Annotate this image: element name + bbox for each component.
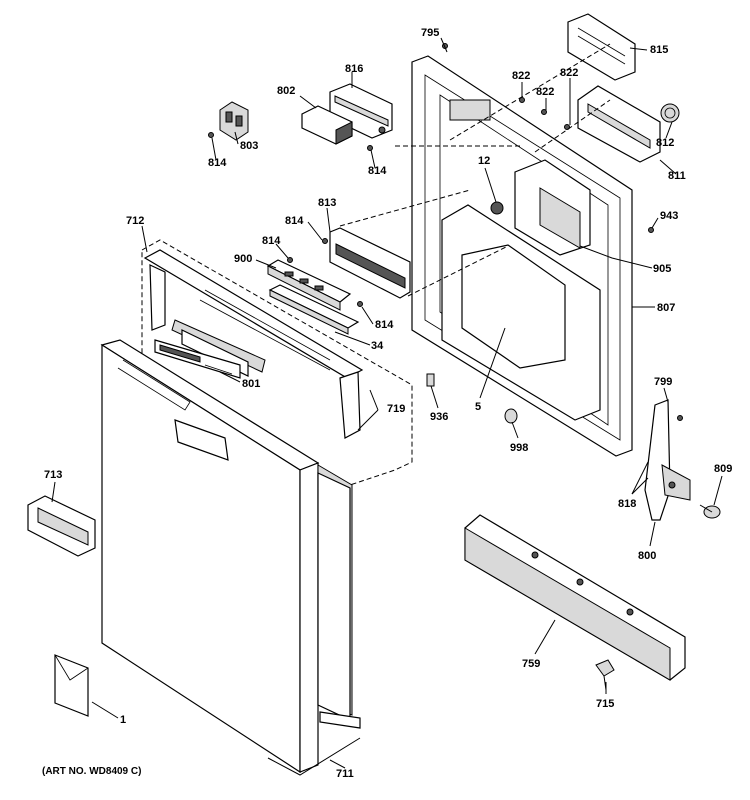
leader-lines (51, 37, 723, 776)
outer-door-panel (100, 339, 353, 774)
bumper-998 (504, 408, 518, 424)
callout-812: 812 (656, 137, 674, 149)
callout-5: 5 (475, 401, 481, 413)
callout-759: 759 (522, 658, 540, 670)
callout-801: 801 (242, 378, 260, 390)
callout-803: 803 (240, 140, 258, 152)
switch-803 (219, 101, 249, 141)
bolt-809 (699, 504, 721, 519)
knob-812 (660, 103, 680, 123)
callout-813: 813 (318, 197, 336, 209)
callout-814-a: 814 (208, 157, 227, 169)
touchpad-34 (268, 284, 360, 335)
callout-800: 800 (638, 550, 656, 562)
side-trim-711 (317, 472, 361, 729)
callout-822-a: 822 (512, 70, 530, 82)
kickplate-759 (464, 514, 686, 681)
callout-814-b: 814 (368, 165, 387, 177)
callout-998: 998 (510, 442, 528, 454)
callout-814-c: 814 (285, 215, 304, 227)
inner-door-panel (411, 55, 633, 457)
control-board-900 (266, 259, 352, 311)
callout-822-c: 822 (536, 86, 554, 98)
literature-1 (54, 654, 89, 717)
callout-815: 815 (650, 44, 668, 56)
callout-719: 719 (387, 403, 405, 415)
dispenser-12 (490, 159, 591, 256)
panel-gasket-801 (154, 339, 241, 379)
art-number: (ART NO. WD8409 C) (42, 766, 141, 777)
callout-809: 809 (714, 463, 732, 475)
callout-943: 943 (660, 210, 678, 222)
part-802 (301, 105, 353, 145)
screw-715 (595, 659, 615, 691)
callout-814-e: 814 (375, 319, 394, 331)
vent-housing-811 (577, 85, 661, 163)
callout-712: 712 (126, 215, 144, 227)
clip-936 (426, 373, 435, 387)
hinge-800 (644, 399, 691, 521)
callout-1: 1 (120, 714, 126, 726)
callout-799: 799 (654, 376, 672, 388)
callout-802: 802 (277, 85, 295, 97)
door-handle-713 (27, 495, 96, 557)
callout-905: 905 (653, 263, 671, 275)
callout-34: 34 (371, 340, 384, 352)
callout-816: 816 (345, 63, 363, 75)
bracket-813 (329, 227, 411, 299)
callout-713: 713 (44, 469, 62, 481)
callout-795: 795 (421, 27, 439, 39)
control-panel-frame-712 (143, 249, 364, 439)
vent-815 (567, 13, 636, 81)
callout-818: 818 (618, 498, 636, 510)
callout-811: 811 (668, 170, 686, 182)
callout-814-d: 814 (262, 235, 281, 247)
callout-936: 936 (430, 411, 448, 423)
callout-900: 900 (234, 253, 252, 265)
callout-807: 807 (657, 302, 675, 314)
callout-715: 715 (596, 698, 614, 710)
callout-822-b: 822 (560, 67, 578, 79)
callout-12: 12 (478, 155, 490, 167)
callout-711: 711 (336, 768, 354, 780)
